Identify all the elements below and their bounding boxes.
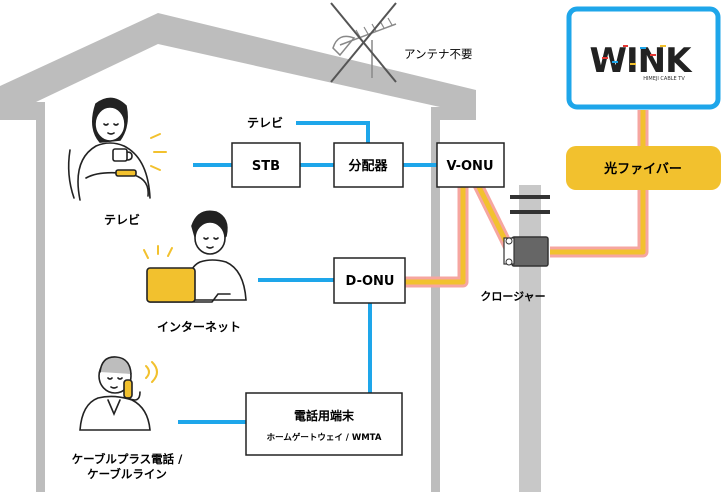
wink-logo: WINK HIMEJI CABLE TV: [566, 6, 721, 110]
tv-top-label: テレビ: [247, 115, 283, 130]
logo-subtext: HIMEJI CABLE TV: [643, 76, 685, 82]
donu-box: D-ONU: [333, 257, 406, 304]
vonu-box: V-ONU: [436, 142, 505, 188]
splitter-box: 分配器: [333, 142, 404, 188]
closure-device: [503, 236, 549, 267]
fiber-label: 光ファイバー: [603, 161, 682, 177]
person-with-cup-icon: [67, 97, 167, 201]
phone-terminal-box: 電話用端末 ホームゲートウェイ / WMTA: [245, 392, 403, 456]
closure-label: クロージャー: [480, 290, 545, 303]
fiber-badge: 光ファイバー: [566, 146, 721, 190]
internet-person-label: インターネット: [157, 320, 241, 334]
house-outline: [0, 13, 476, 492]
person-with-laptop-icon: [143, 210, 247, 303]
crossed-out-antenna-icon: [330, 2, 397, 83]
phone-person-label-line1: ケーブルプラス電話 /: [72, 452, 184, 466]
tv-person-label: テレビ: [104, 212, 140, 227]
phone-terminal-subtitle: ホームゲートウェイ / WMTA: [267, 432, 382, 443]
donu-label: D-ONU: [346, 274, 395, 289]
vonu-label: V-ONU: [447, 159, 494, 174]
person-on-phone-icon: [79, 356, 158, 431]
stb-box: STB: [231, 142, 301, 188]
stb-label: STB: [252, 159, 280, 174]
coax-cables: [178, 121, 437, 424]
antenna-unneeded-label: アンテナ不要: [404, 47, 473, 61]
utility-pole: [510, 185, 550, 492]
phone-person-label-line2: ケーブルライン: [87, 467, 167, 481]
fiber-line: [405, 110, 649, 288]
splitter-label: 分配器: [348, 158, 388, 174]
phone-terminal-title: 電話用端末: [294, 408, 355, 423]
